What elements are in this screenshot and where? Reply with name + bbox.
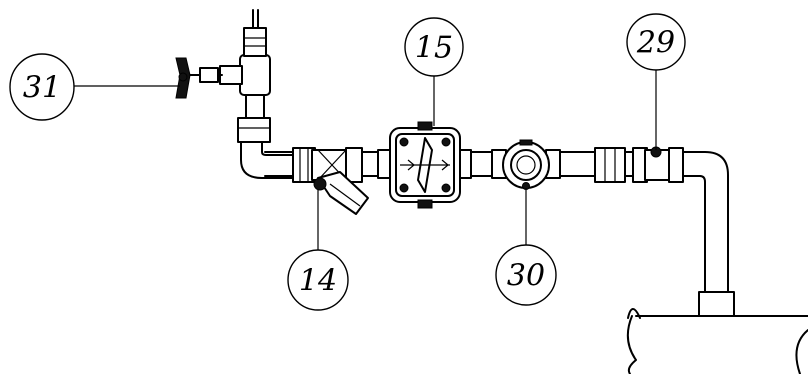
callout-30-label: 30: [507, 259, 545, 294]
callout-15-label: 15: [415, 31, 453, 66]
callout-31-label: 31: [23, 71, 61, 106]
leader-lines: [73, 66, 657, 255]
left-elbow-pipe: [237, 91, 296, 179]
callout-29: 29: [626, 13, 686, 71]
tank: [626, 308, 808, 374]
callout-14-label: 14: [299, 264, 337, 299]
globe-valve-31: [175, 9, 271, 99]
callout-14: 14: [287, 249, 349, 311]
callout-31: 31: [9, 53, 75, 121]
sight-glass-30: [491, 139, 561, 190]
pipe-union: [594, 147, 626, 183]
callout-30: 30: [495, 244, 557, 306]
right-elbow-pipe: [689, 151, 735, 317]
strainer-14: [292, 147, 369, 215]
flow-meter-15: [377, 121, 472, 209]
ball-valve-29: [632, 146, 684, 183]
callout-15: 15: [404, 17, 464, 77]
callout-29-label: 29: [636, 26, 675, 61]
